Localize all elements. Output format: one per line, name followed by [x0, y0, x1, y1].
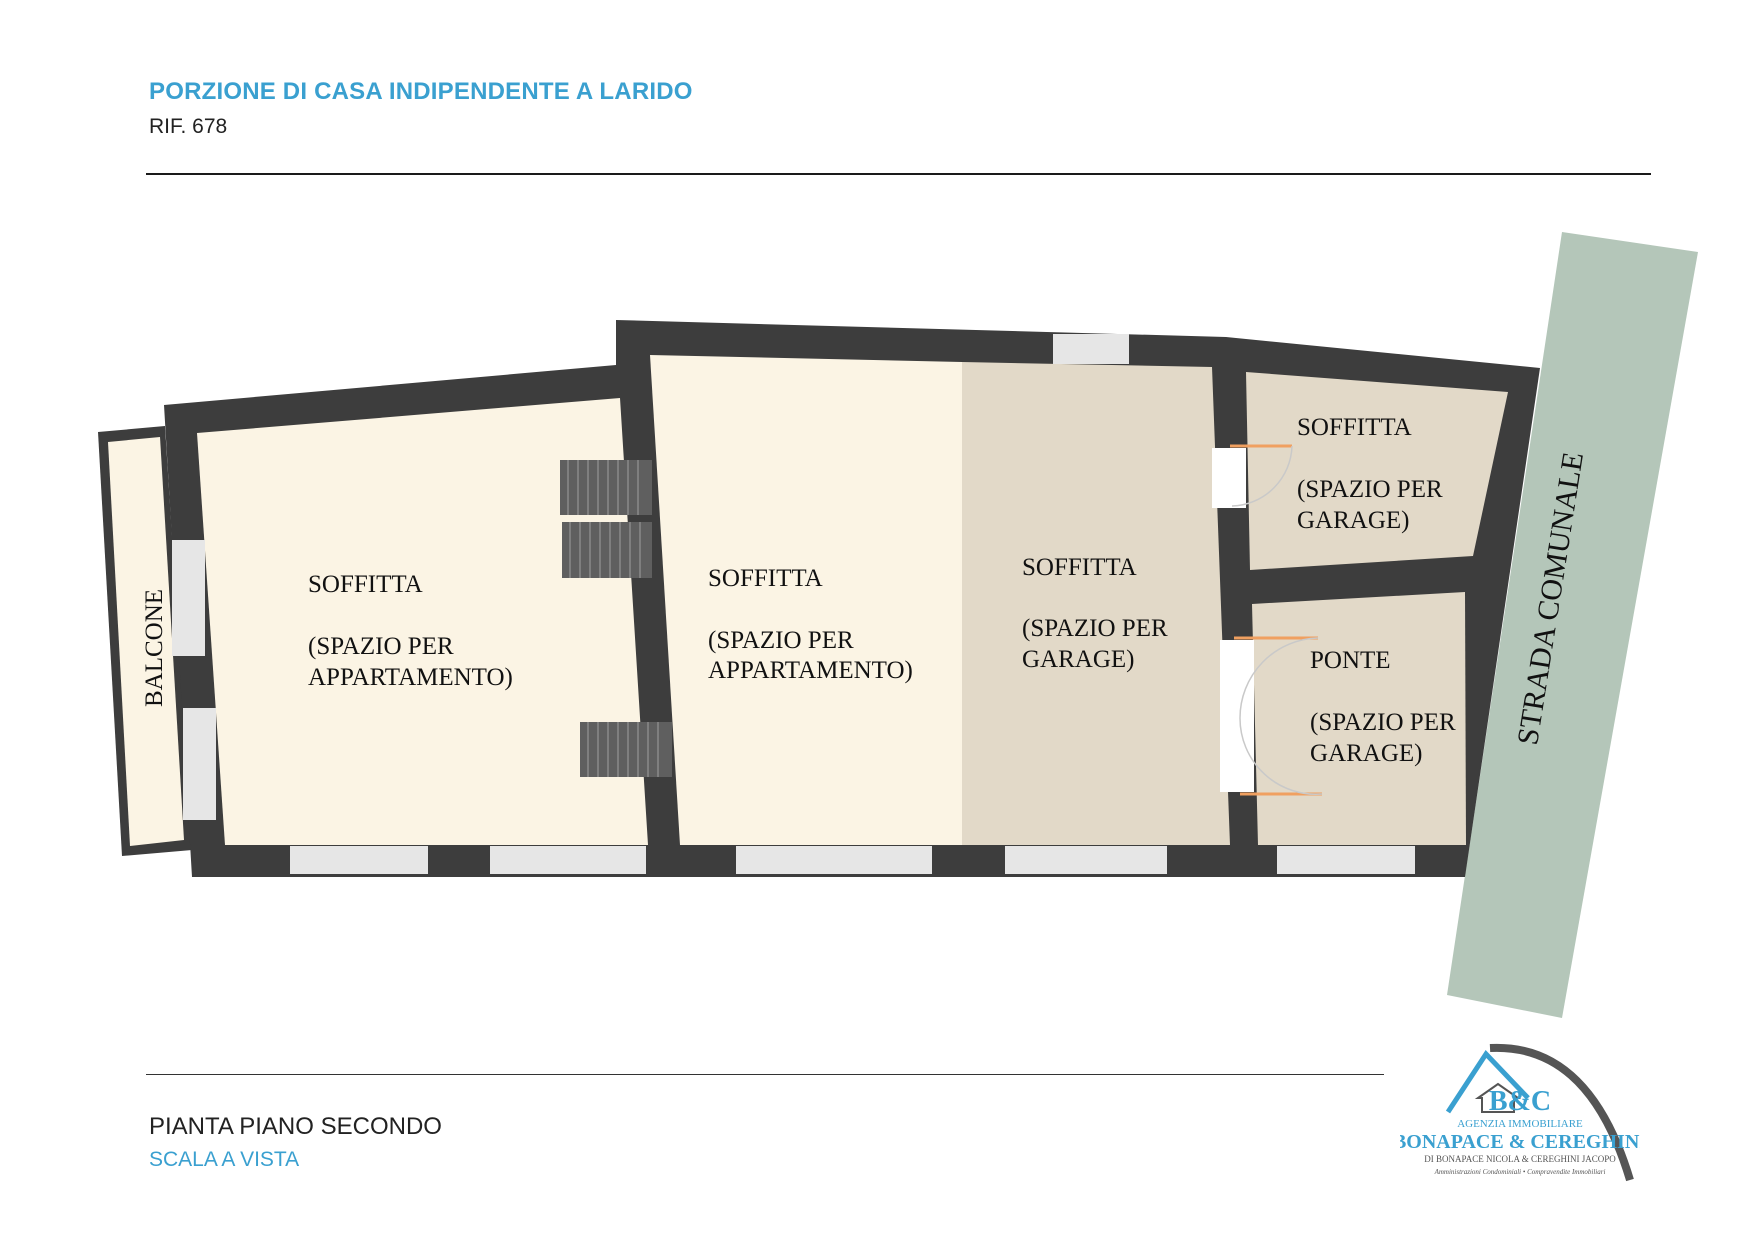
svg-text:APPARTAMENTO): APPARTAMENTO)	[308, 664, 513, 691]
reference-code: RIF. 678	[149, 115, 228, 138]
road-strip	[1447, 232, 1698, 1018]
label-attic-apartment-1: SOFFITTA (SPAZIO PER APPARTAMENTO)	[308, 571, 513, 691]
window-bottom-1	[290, 846, 428, 874]
agency-logo: B&C AGENZIA IMMOBILIARE BONAPACE & CEREG…	[1400, 1043, 1640, 1182]
window-left-2	[183, 708, 216, 820]
stairs-1	[560, 460, 672, 777]
svg-text:GARAGE): GARAGE)	[1022, 646, 1135, 673]
balcony-label: BALCONE	[141, 589, 168, 707]
svg-text:SOFFITTA: SOFFITTA	[308, 571, 423, 598]
room-attic-apartment-2-floor	[650, 355, 962, 845]
door-opening-2	[1220, 640, 1254, 792]
scale-label: SCALA A VISTA	[149, 1148, 300, 1171]
logo-owners: DI BONAPACE NICOLA & CEREGHINI JACOPO	[1424, 1154, 1616, 1164]
room-attic-garage-center-floor	[962, 362, 1230, 845]
svg-text:(SPAZIO PER: (SPAZIO PER	[1297, 476, 1443, 503]
svg-text:(SPAZIO PER: (SPAZIO PER	[708, 627, 854, 654]
window-bottom-5	[1277, 846, 1415, 874]
bottom-divider	[146, 1074, 1384, 1075]
door-swing-2	[1239, 637, 1319, 719]
logo-roof-icon	[1474, 1082, 1522, 1113]
svg-text:PONTE: PONTE	[1310, 647, 1391, 674]
logo-services: Amministrazioni Condominiali • Compraven…	[1434, 1168, 1606, 1176]
plan-name: PIANTA PIANO SECONDO	[149, 1113, 442, 1140]
logo-arc	[1489, 1043, 1634, 1182]
svg-text:APPARTAMENTO): APPARTAMENTO)	[708, 657, 913, 684]
logo-tagline: AGENZIA IMMOBILIARE	[1457, 1118, 1583, 1130]
label-attic-apartment-2: SOFFITTA (SPAZIO PER APPARTAMENTO)	[708, 565, 913, 684]
window-bottom-3	[736, 846, 932, 874]
balcony-floor	[108, 437, 184, 846]
room-ponte-floor	[1252, 592, 1466, 845]
svg-text:SOFFITTA: SOFFITTA	[1297, 414, 1412, 441]
window-top	[1053, 334, 1129, 364]
logo-name: BONAPACE & CEREGHINI	[1400, 1131, 1640, 1153]
room-attic-apartment-1-floor	[197, 398, 648, 845]
svg-text:GARAGE): GARAGE)	[1297, 507, 1410, 534]
label-attic-garage-top: SOFFITTA (SPAZIO PER GARAGE)	[1297, 414, 1443, 534]
svg-text:SOFFITTA: SOFFITTA	[708, 565, 823, 592]
svg-text:(SPAZIO PER: (SPAZIO PER	[1022, 615, 1168, 642]
top-divider	[146, 173, 1651, 175]
label-attic-garage-center: SOFFITTA (SPAZIO PER GARAGE)	[1022, 554, 1168, 673]
window-bottom-4	[1005, 846, 1167, 874]
svg-text:SOFFITTA: SOFFITTA	[1022, 554, 1137, 581]
window-left-1	[172, 540, 205, 656]
door-swing-1	[1231, 445, 1293, 507]
svg-text:(SPAZIO PER: (SPAZIO PER	[308, 633, 454, 660]
door-opening-1	[1212, 448, 1246, 508]
logo-house-icon	[1445, 1049, 1530, 1114]
label-ponte-garage: PONTE (SPAZIO PER GARAGE)	[1310, 647, 1456, 767]
svg-text:(SPAZIO PER: (SPAZIO PER	[1310, 709, 1456, 736]
room-attic-garage-top-floor	[1246, 372, 1508, 570]
logo-initials: B&C	[1489, 1086, 1551, 1117]
door-swing-3	[1239, 717, 1323, 795]
page-title: PORZIONE DI CASA INDIPENDENTE A LARIDO	[149, 78, 693, 105]
window-bottom-2	[490, 846, 646, 874]
svg-text:GARAGE): GARAGE)	[1310, 740, 1423, 767]
